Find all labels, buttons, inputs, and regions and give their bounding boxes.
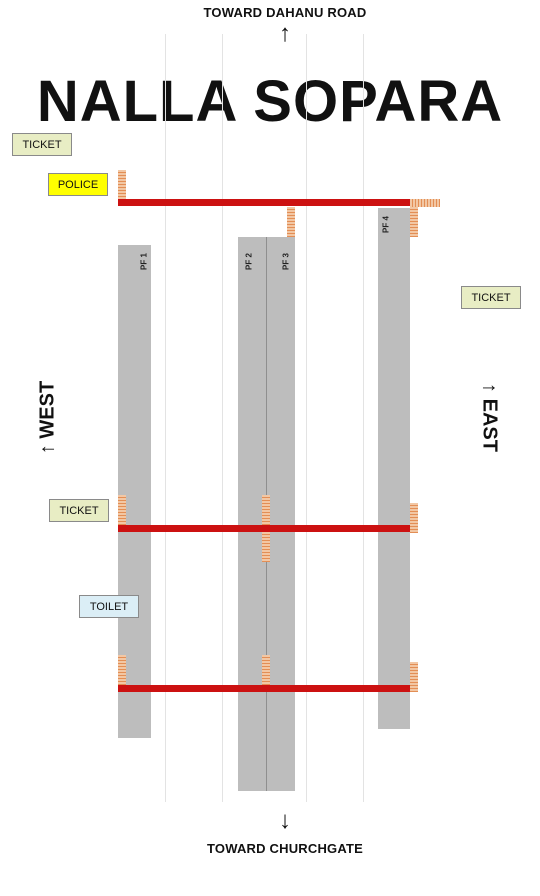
ticket-counter-west: TICKET bbox=[49, 499, 109, 522]
stairs-icon bbox=[118, 495, 126, 525]
ticket-counter-east: TICKET bbox=[461, 286, 521, 309]
stairs-icon bbox=[262, 655, 270, 685]
stairs-icon bbox=[410, 503, 418, 533]
foot-over-bridge-north bbox=[118, 199, 410, 206]
platform-2-label: PF 2 bbox=[244, 253, 254, 270]
north-arrow-icon: ↑ bbox=[279, 20, 291, 47]
foot-over-bridge-south bbox=[118, 685, 410, 692]
stairs-icon bbox=[287, 207, 295, 237]
ticket-counter-northwest: TICKET bbox=[12, 133, 72, 156]
foot-over-bridge-middle bbox=[118, 525, 410, 532]
stairs-icon bbox=[118, 170, 126, 200]
north-direction-label: TOWARD DAHANU ROAD bbox=[203, 5, 367, 20]
west-direction-label: ↑ WEST bbox=[36, 380, 59, 455]
track-line bbox=[306, 34, 307, 802]
police-station: POLICE bbox=[48, 173, 108, 196]
stairs-icon bbox=[410, 662, 418, 692]
track-line bbox=[222, 34, 223, 802]
toilet: TOILET bbox=[79, 595, 139, 618]
platform-4 bbox=[378, 208, 410, 729]
stairs-icon bbox=[410, 207, 418, 237]
track-line bbox=[363, 34, 364, 802]
track-line bbox=[165, 34, 166, 802]
south-direction-label: TOWARD CHURCHGATE bbox=[206, 841, 364, 856]
station-name: NALLA SOPARA bbox=[36, 69, 504, 134]
east-direction-label: ↑ EAST bbox=[478, 383, 501, 452]
stairs-icon bbox=[262, 495, 270, 525]
platform-4-label: PF 4 bbox=[381, 216, 391, 233]
platform-3-label: PF 3 bbox=[281, 253, 291, 270]
stairs-icon bbox=[118, 655, 126, 685]
south-arrow-icon: ↓ bbox=[279, 807, 291, 834]
platform-1-label: PF 1 bbox=[139, 253, 149, 270]
stairs-icon bbox=[410, 199, 440, 207]
stairs-icon bbox=[262, 532, 270, 562]
